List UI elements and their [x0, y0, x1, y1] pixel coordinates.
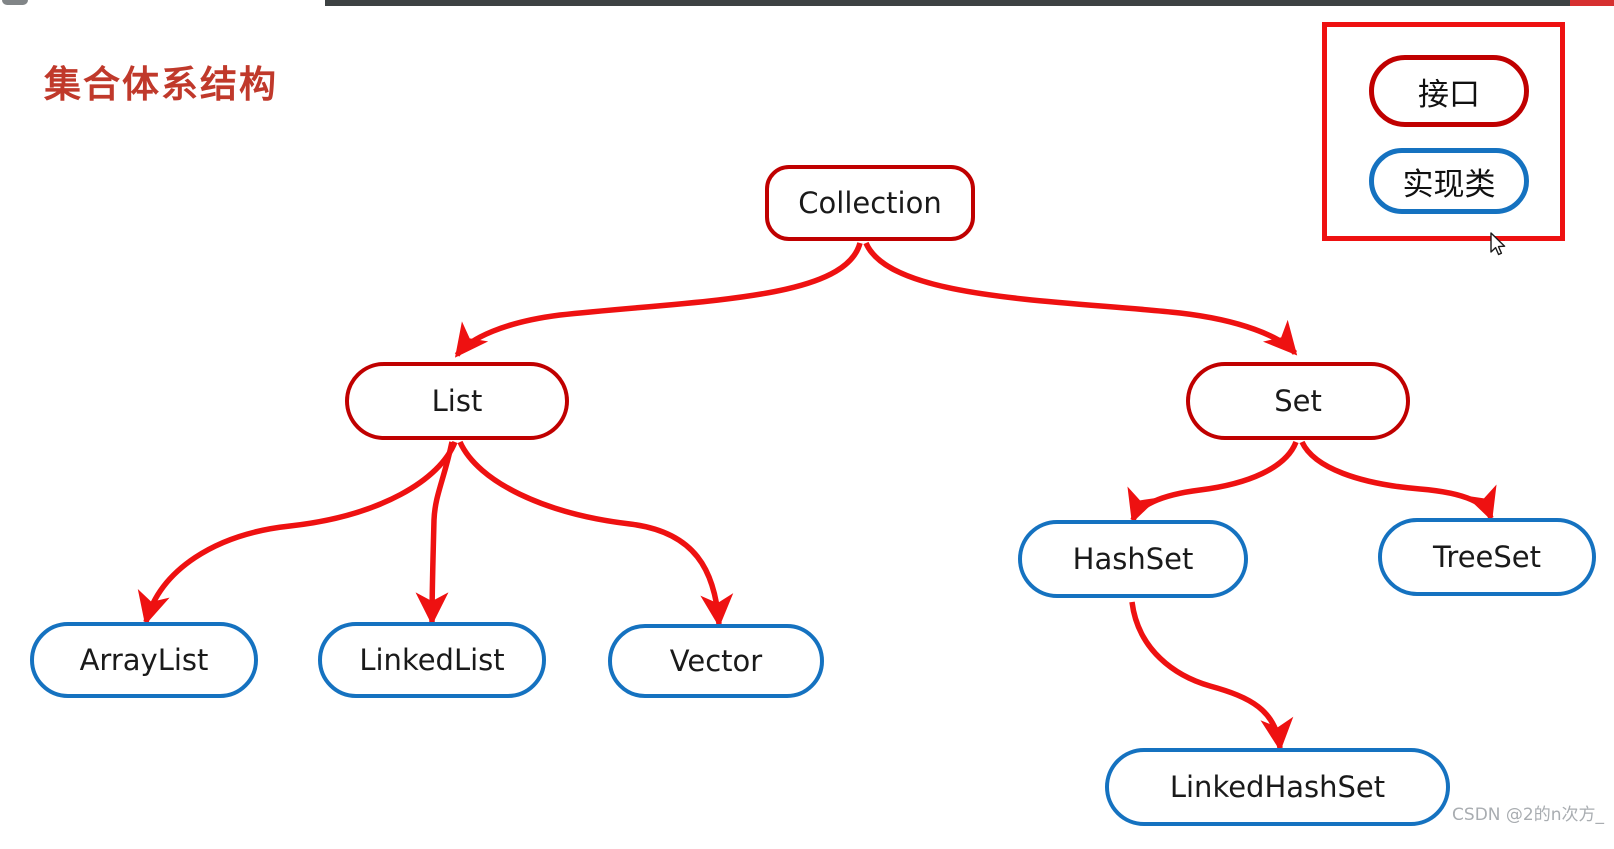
node-label: Set [1274, 384, 1322, 418]
node-label: LinkedList [359, 643, 505, 677]
mouse-cursor-icon [1490, 232, 1506, 256]
edge-collection-list [454, 242, 863, 358]
node-collection[interactable]: Collection [765, 165, 975, 241]
node-arraylist[interactable]: ArrayList [30, 622, 258, 698]
watermark: CSDN @2的n次方_ [1452, 805, 1604, 825]
edge-list-vector [457, 440, 734, 628]
node-label: LinkedHashSet [1169, 770, 1386, 804]
top-toolbar-accent [1570, 0, 1614, 6]
edge-hashset-linkedhashset [1129, 601, 1294, 752]
edge-list-arraylist [137, 440, 458, 626]
legend-implementation-label: 实现类 [1402, 166, 1496, 203]
page-title: 集合体系结构 [44, 63, 278, 106]
edge-set-hashset [1127, 440, 1299, 524]
legend-implementation-chip: 实现类 [1369, 148, 1529, 214]
node-vector[interactable]: Vector [608, 624, 824, 698]
node-label: Collection [798, 186, 942, 220]
node-label: Vector [669, 644, 763, 678]
top-toolbar-strip [325, 0, 1614, 6]
node-linkedhashset[interactable]: LinkedHashSet [1105, 748, 1450, 826]
node-linkedlist[interactable]: LinkedList [318, 622, 546, 698]
legend-interface-chip: 接口 [1369, 55, 1529, 127]
node-label: ArrayList [79, 643, 209, 677]
edge-list-linkedlist [415, 441, 455, 626]
edge-set-treeset [1299, 440, 1497, 522]
edge-collection-set [863, 241, 1298, 356]
node-set[interactable]: Set [1186, 362, 1410, 440]
node-label: List [431, 384, 483, 418]
window-chrome-dot [2, 0, 28, 5]
node-list[interactable]: List [345, 362, 569, 440]
node-hashset[interactable]: HashSet [1018, 520, 1248, 598]
legend-box: 接口 实现类 [1322, 22, 1565, 241]
node-treeset[interactable]: TreeSet [1378, 518, 1596, 596]
legend-interface-label: 接口 [1418, 76, 1480, 113]
node-label: TreeSet [1432, 540, 1542, 574]
node-label: HashSet [1072, 542, 1194, 576]
